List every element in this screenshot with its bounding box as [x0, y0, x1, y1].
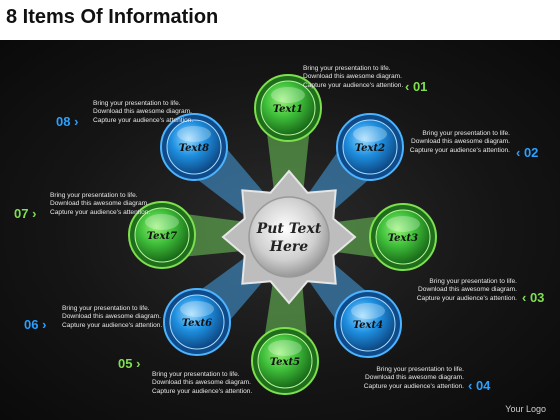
item-node-disc: [260, 80, 316, 136]
center-text-line1: Put Text: [256, 221, 322, 237]
item-04-number: ‹ 04: [468, 378, 491, 393]
center-hub: Put Text Here: [221, 169, 357, 305]
item-node-label: Text4: [353, 320, 383, 331]
chevron-left-icon: ‹: [405, 79, 413, 94]
item-08-number: 08 ›: [56, 114, 79, 129]
item-07-description: Bring your presentation to life. Downloa…: [50, 192, 151, 216]
center-text-line2: Here: [269, 239, 309, 255]
item-04-description: Bring your presentation to life. Downloa…: [363, 366, 464, 390]
hub-diagram: Put Text Here Text1Text2Text3Text4Text5T…: [128, 74, 437, 395]
item-node-disc: [375, 209, 431, 265]
item-node-label: Text2: [355, 143, 385, 154]
item-node-02: Text2: [336, 113, 404, 181]
item-node-08: Text8: [160, 113, 228, 181]
item-node-01: Text1: [254, 74, 322, 142]
item-05-description: Bring your presentation to life. Downloa…: [152, 371, 253, 395]
item-node-highlight: [145, 214, 179, 230]
item-02-description: Bring your presentation to life. Downloa…: [409, 130, 510, 154]
chevron-right-icon: ›: [38, 317, 47, 332]
item-node-05: Text5: [251, 327, 319, 395]
item-node-highlight: [271, 87, 305, 103]
item-node-06: Text6: [163, 288, 231, 356]
chevron-right-icon: ›: [132, 356, 141, 371]
item-node-disc: [257, 333, 313, 389]
item-node-disc: [340, 296, 396, 352]
item-node-label: Text7: [147, 231, 177, 242]
chevron-left-icon: ‹: [522, 290, 530, 305]
item-node-highlight: [180, 301, 214, 317]
slide-title: 8 Items Of Information: [6, 6, 219, 28]
item-node-03: Text3: [369, 203, 437, 271]
item-02-number: ‹ 02: [516, 145, 539, 160]
item-node-highlight: [353, 126, 387, 142]
item-node-label: Text6: [182, 318, 212, 329]
item-node-label: Text1: [273, 104, 303, 115]
item-node-label: Text3: [388, 233, 418, 244]
item-node-highlight: [177, 126, 211, 142]
item-node-highlight: [268, 340, 302, 356]
item-node-04: Text4: [334, 290, 402, 358]
item-node-07: Text7: [128, 201, 196, 269]
item-node-disc: [169, 294, 225, 350]
chevron-left-icon: ‹: [468, 378, 476, 393]
item-node-disc: [166, 119, 222, 175]
logo-placeholder: Your Logo: [505, 404, 546, 414]
chevron-left-icon: ‹: [516, 145, 524, 160]
item-08-description: Bring your presentation to life. Downloa…: [93, 100, 194, 124]
center-circle: [248, 196, 330, 278]
item-node-label: Text8: [179, 143, 209, 154]
item-05-number: 05 ›: [118, 356, 141, 371]
item-06-number: 06 ›: [24, 317, 47, 332]
chevron-right-icon: ›: [28, 206, 37, 221]
item-node-highlight: [351, 303, 385, 319]
item-06-description: Bring your presentation to life. Downloa…: [62, 305, 163, 329]
item-node-disc: [134, 207, 190, 263]
item-01-number: ‹ 01: [405, 79, 428, 94]
item-01-description: Bring your presentation to life. Downloa…: [303, 65, 404, 89]
item-03-description: Bring your presentation to life. Downloa…: [416, 278, 517, 302]
item-node-label: Text5: [270, 357, 300, 368]
chevron-right-icon: ›: [70, 114, 79, 129]
item-07-number: 07 ›: [14, 206, 37, 221]
item-03-number: ‹ 03: [522, 290, 545, 305]
item-node-disc: [342, 119, 398, 175]
item-node-highlight: [386, 216, 420, 232]
